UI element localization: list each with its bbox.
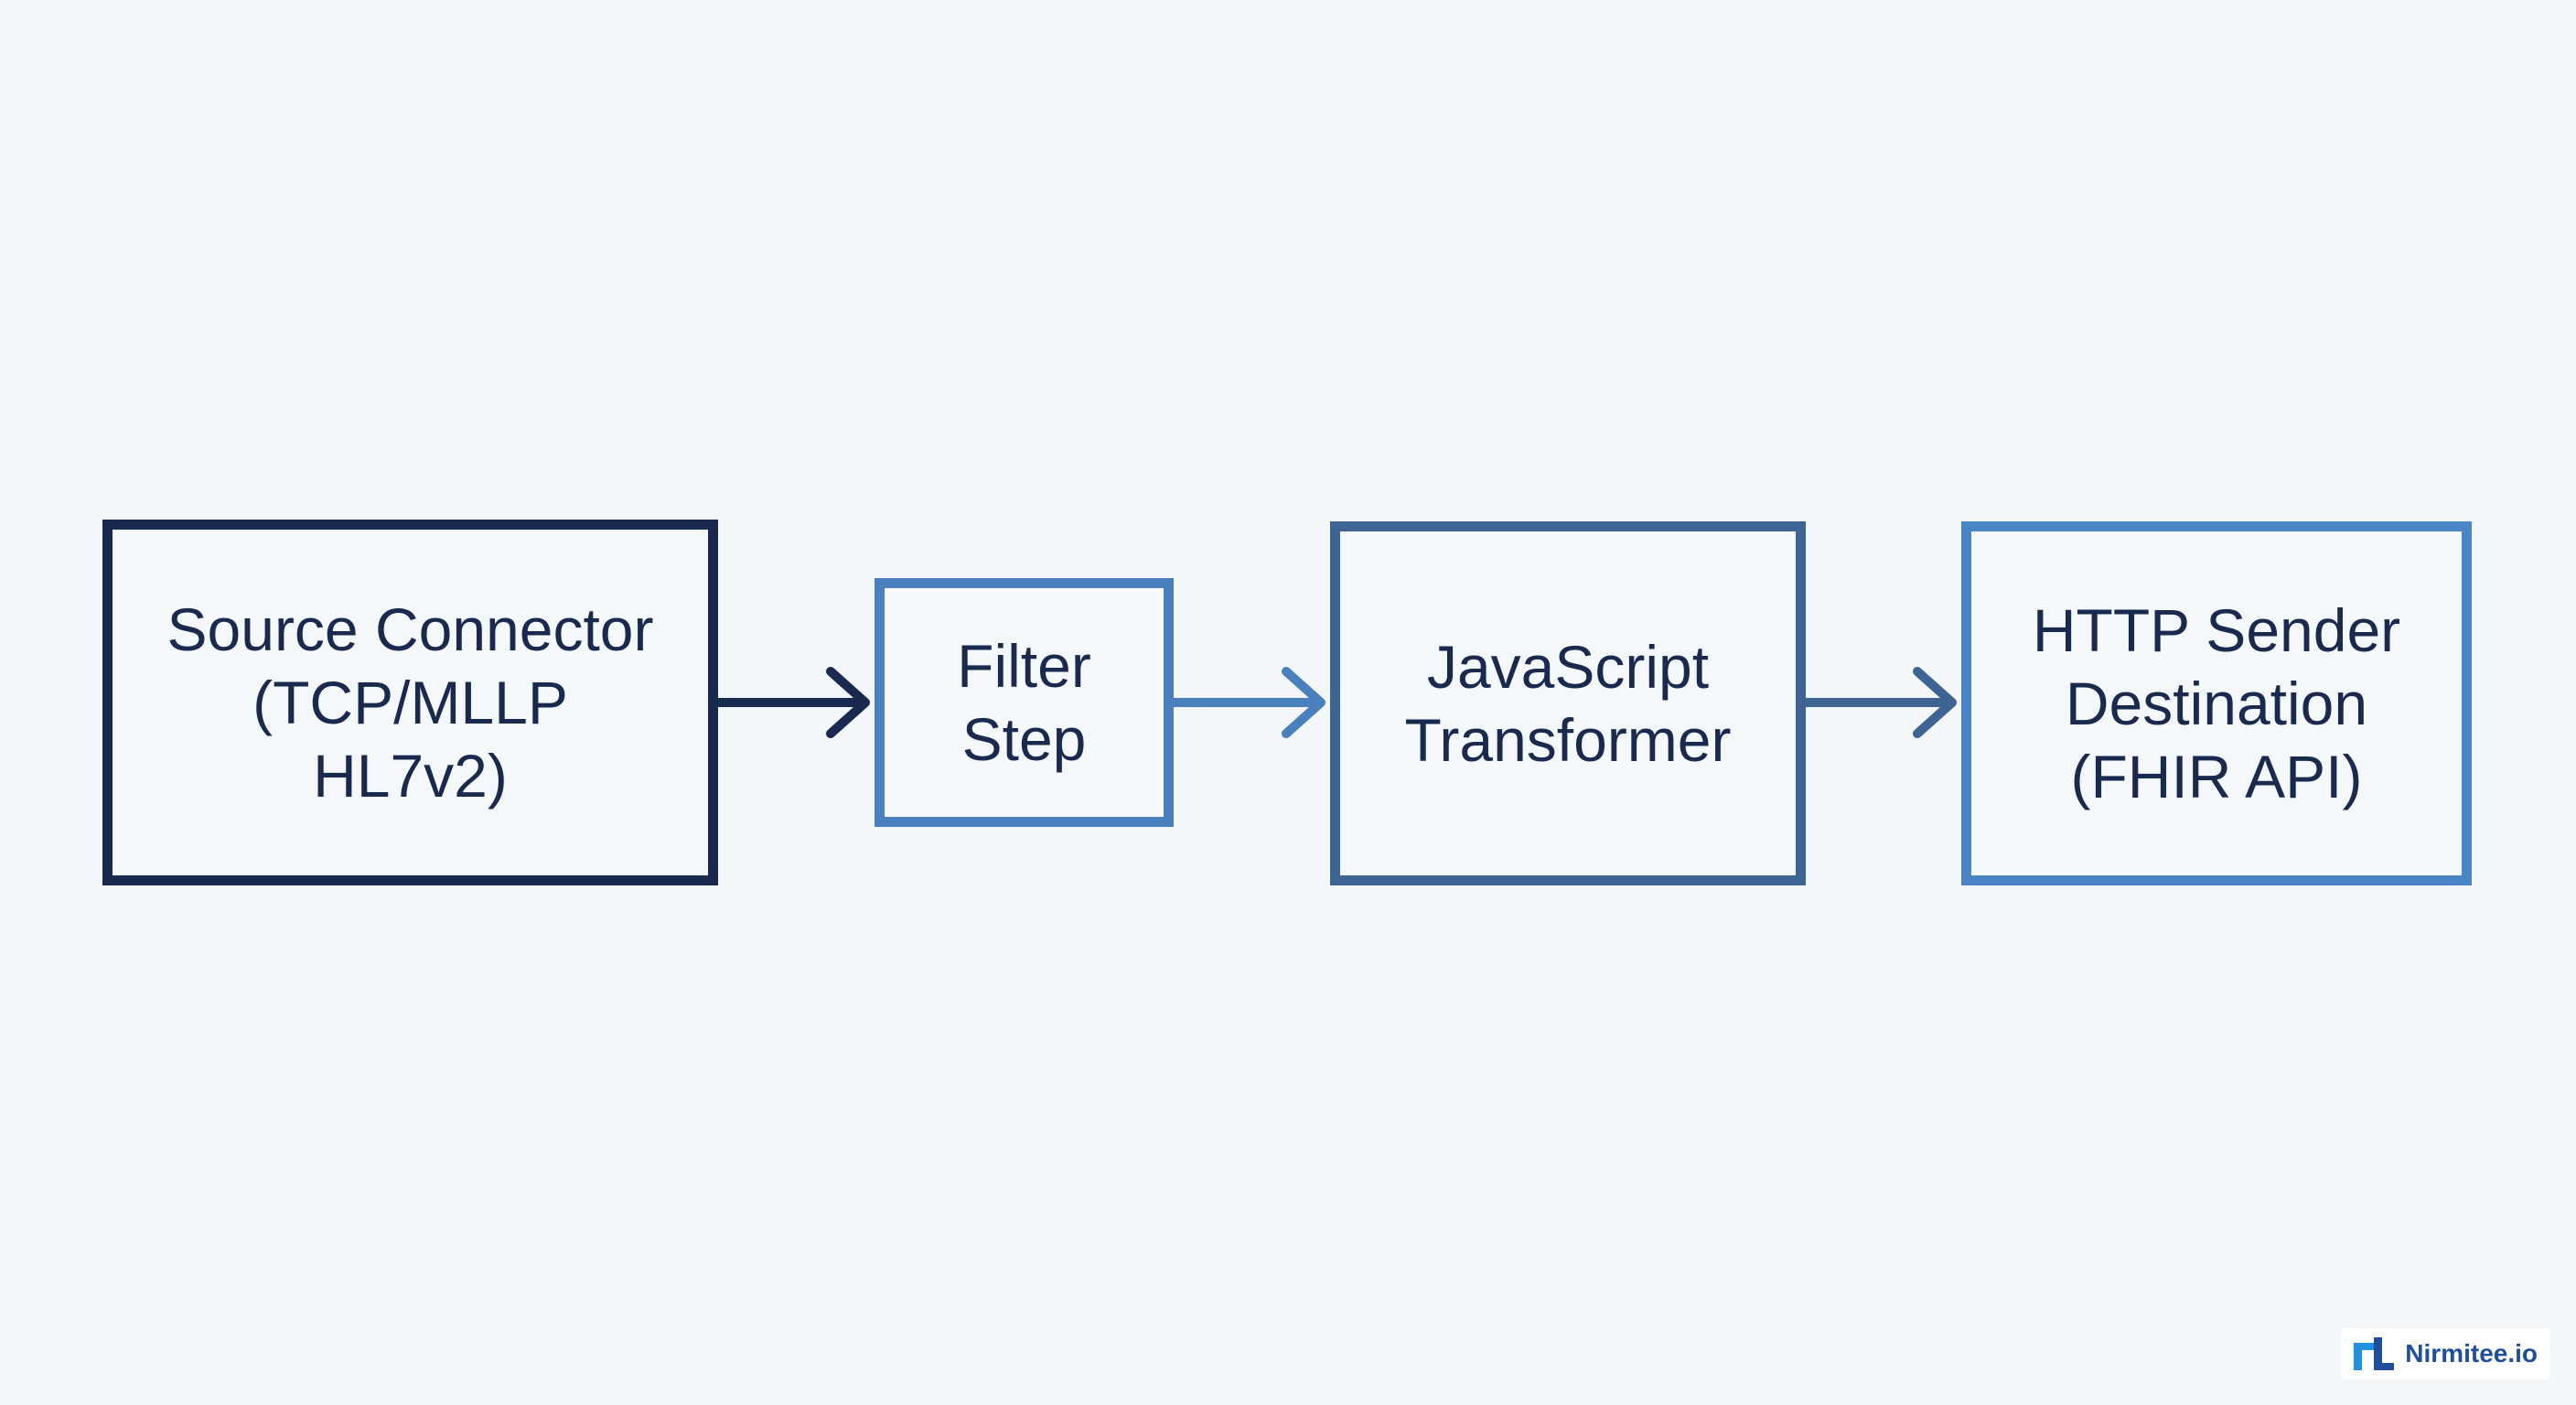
node-label-line: Step [961, 705, 1087, 773]
node-label-line: Destination [2065, 670, 2368, 737]
watermark-text: Nirmitee.io [2405, 1339, 2538, 1367]
node-label-line: HL7v2) [313, 742, 508, 810]
source-connector-node: Source Connector (TCP/MLLP HL7v2) [102, 520, 718, 885]
arrow-source-to-filter [718, 667, 870, 738]
node-label-line: Source Connector [166, 595, 654, 663]
watermark-logo: Nirmitee.io [2341, 1328, 2550, 1379]
node-label-line: Filter [957, 632, 1091, 700]
javascript-transformer-node: JavaScript Transformer [1330, 521, 1806, 885]
node-label-line: Transformer [1404, 706, 1732, 774]
node-label-line: JavaScript [1426, 633, 1710, 701]
node-label-line: HTTP Sender [2032, 596, 2401, 664]
filter-step-node: Filter Step [875, 578, 1174, 827]
nirmitee-logo-icon [2354, 1337, 2395, 1370]
http-sender-destination-node: HTTP Sender Destination (FHIR API) [1961, 521, 2472, 885]
node-label-line: (FHIR API) [2070, 743, 2363, 810]
node-label-line: (TCP/MLLP [252, 669, 568, 736]
arrow-transformer-to-destination [1806, 667, 1957, 738]
arrow-filter-to-transformer [1174, 667, 1326, 738]
